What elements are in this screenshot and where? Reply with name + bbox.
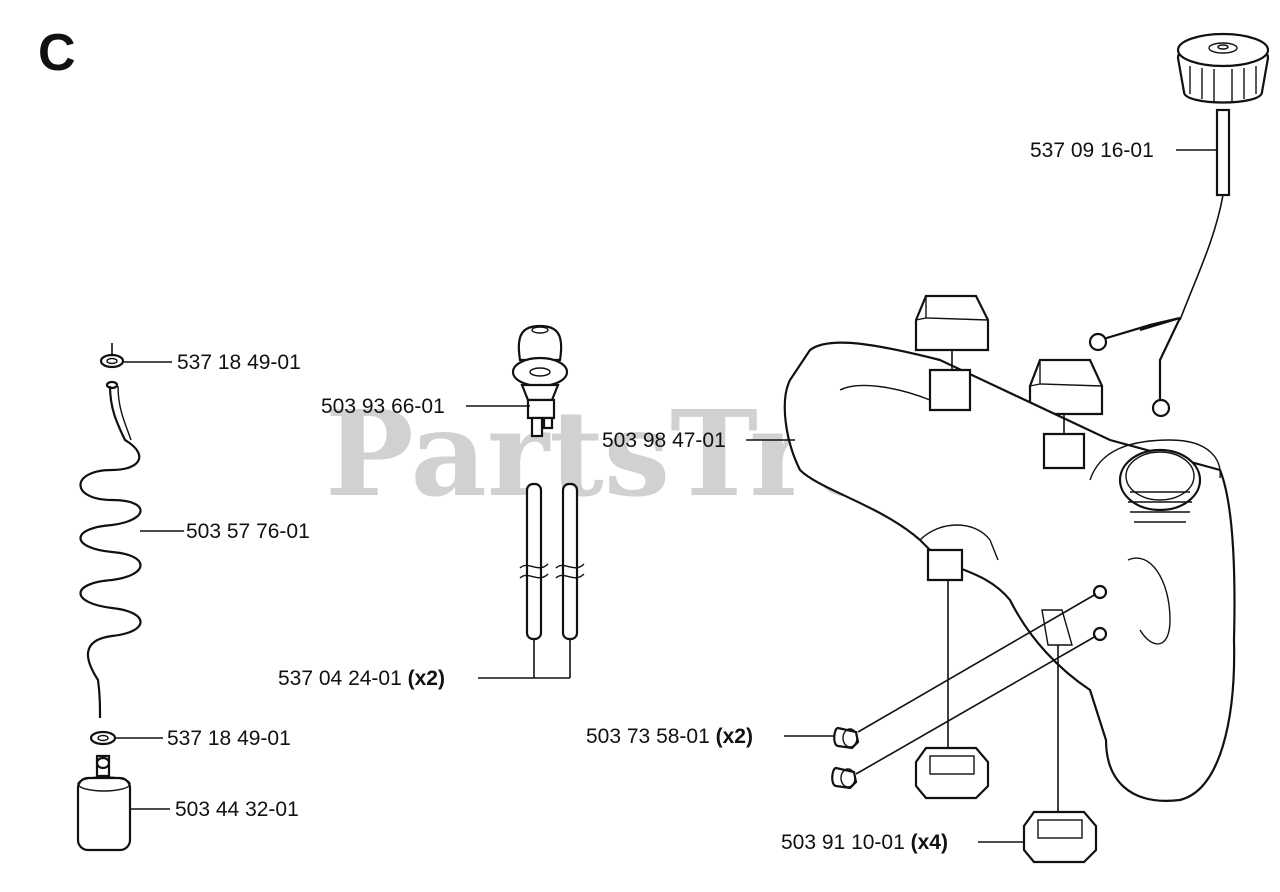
damper-bottom-part xyxy=(914,746,1098,864)
fuel-filter-label: 503 44 32-01 xyxy=(175,798,299,821)
fuel-hose-assembly xyxy=(76,343,142,852)
primer-bulb-part xyxy=(511,324,569,438)
fuel-filter-part xyxy=(76,776,132,852)
damper-top-part xyxy=(914,294,1104,416)
section-letter: C xyxy=(38,24,76,82)
fuel-lines-qty: (x2) xyxy=(408,667,445,690)
dampers-qty: (x4) xyxy=(911,831,948,854)
fuel-lines-label: 537 04 24-01 (x2) xyxy=(278,667,445,690)
washer-bottom-part xyxy=(89,730,117,746)
fuel-cap-label: 537 09 16-01 xyxy=(1030,139,1154,162)
washer-bottom-label: 537 18 49-01 xyxy=(167,727,291,750)
fuel-hose-label: 503 57 76-01 xyxy=(186,520,310,543)
grommets-part xyxy=(831,726,860,790)
grommets-qty: (x2) xyxy=(716,725,753,748)
washer-top-part xyxy=(99,353,125,369)
dampers-label: 503 91 10-01 (x4) xyxy=(781,831,948,854)
fuel-lines-part xyxy=(519,482,585,641)
primer-bulb-label: 503 93 66-01 xyxy=(321,395,445,418)
fuel-cap-part xyxy=(1088,32,1270,418)
washer-top-label: 537 18 49-01 xyxy=(177,351,301,374)
fuel-tank-part xyxy=(783,341,1236,802)
fuel-tank-label: 503 98 47-01 xyxy=(602,429,726,452)
fuel-hose-coil-part xyxy=(79,385,142,719)
grommets-label: 503 73 58-01 (x2) xyxy=(586,725,753,748)
